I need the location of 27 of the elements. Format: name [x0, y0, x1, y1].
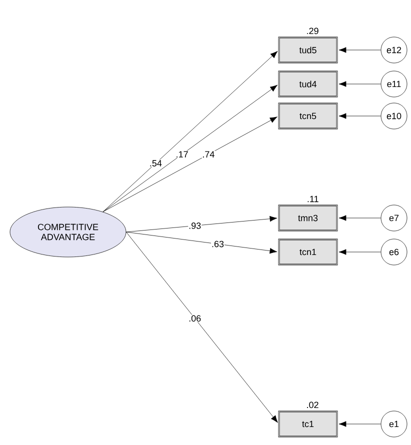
variable-box: tud4 [278, 70, 338, 98]
arrow [338, 47, 381, 53]
edge-label: .63 [211, 240, 224, 248]
variable-box: tc1 [278, 410, 338, 438]
arrow [338, 249, 381, 255]
edge-label: .54 [148, 160, 162, 167]
arrow [102, 116, 278, 212]
edge-label: .17 [175, 150, 189, 158]
edge-label: .74 [202, 150, 216, 158]
edge-label: .06 [188, 314, 202, 322]
coefficient-label: .02 [307, 402, 318, 408]
variable-box: tmn3 [278, 204, 338, 232]
arrow [338, 421, 381, 427]
coefficient-label: .11 [308, 196, 318, 202]
arrow [338, 215, 381, 221]
variable-box: tud5 [278, 36, 338, 64]
arrow [338, 81, 381, 87]
arrow [126, 232, 278, 423]
coefficient-label: .29 [307, 28, 318, 34]
edge-label: .93 [188, 222, 202, 230]
arrow [102, 51, 278, 212]
variable-box: tcn1 [278, 238, 338, 266]
arrow [126, 216, 278, 232]
arrow [126, 232, 278, 254]
arrow [338, 113, 381, 119]
arrow [102, 84, 278, 212]
variable-box: tcn5 [278, 102, 338, 130]
